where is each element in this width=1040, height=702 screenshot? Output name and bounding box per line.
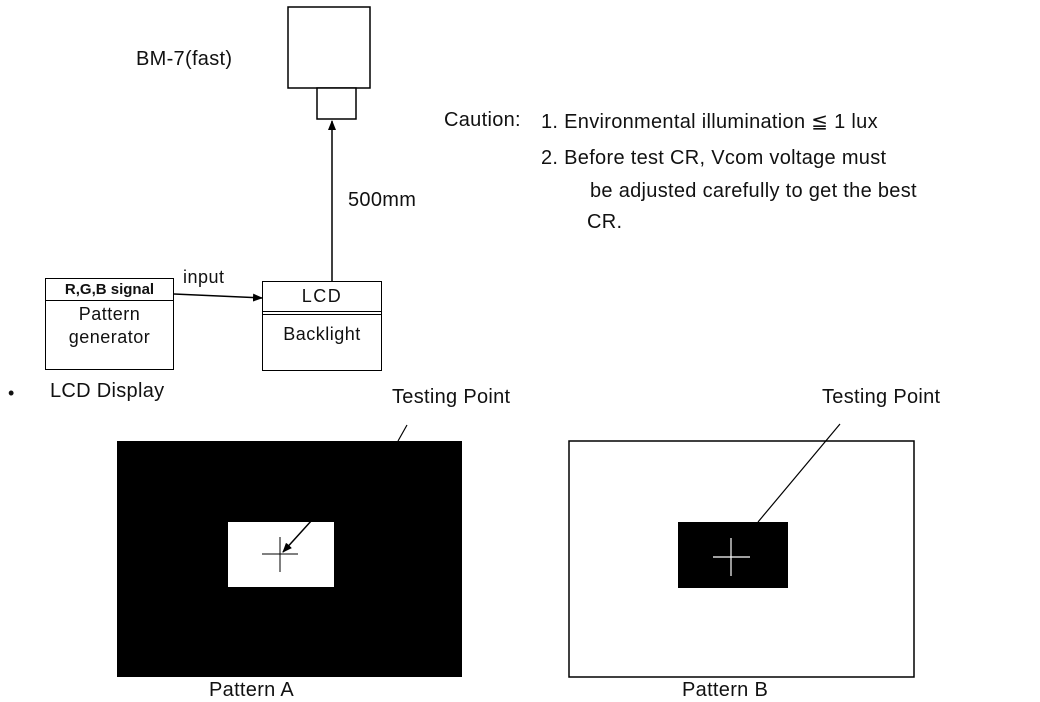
lcd-label: LCD: [263, 282, 381, 315]
input-arrow: [173, 293, 263, 302]
backlight-label: Backlight: [283, 324, 361, 344]
caution-item-1: 1. Environmental illumination ≦ 1 lux: [541, 111, 878, 133]
input-label: input: [183, 267, 225, 287]
rgb-signal-label: R,G,B signal: [46, 279, 173, 301]
pattern-b-center-block: [678, 522, 788, 588]
caution-prefix: Caution:: [444, 109, 521, 131]
display-section-title: LCD Display: [50, 380, 165, 402]
caution-item-2-line-2: be adjusted carefully to get the best: [590, 180, 917, 202]
pattern-a-pointer-arrow: [282, 508, 323, 553]
pattern-generator-label: Pattern generator: [68, 304, 151, 347]
pattern-b-testing-point-label: Testing Point: [822, 386, 941, 408]
pattern-b-screen: [568, 440, 915, 678]
distance-label: 500mm: [348, 189, 417, 211]
pattern-b-label: Pattern B: [682, 679, 769, 701]
display-bullet: •: [8, 383, 15, 403]
pattern-a-leader: [397, 424, 408, 442]
lcd-module-box: LCD Backlight: [262, 281, 382, 371]
pattern-a-testing-point-label: Testing Point: [392, 386, 511, 408]
pattern-generator-box: R,G,B signal Pattern generator: [45, 278, 174, 370]
pattern-a-label: Pattern A: [209, 679, 294, 701]
caution-item-2-line-1: 2. Before test CR, Vcom voltage must: [541, 147, 887, 169]
luminance-meter-lens: [316, 87, 357, 120]
pattern-b-leader: [757, 423, 841, 523]
luminance-meter-body: [287, 6, 371, 89]
meter-label: BM-7(fast): [136, 48, 233, 70]
caution-item-2-line-3: CR.: [587, 211, 623, 233]
